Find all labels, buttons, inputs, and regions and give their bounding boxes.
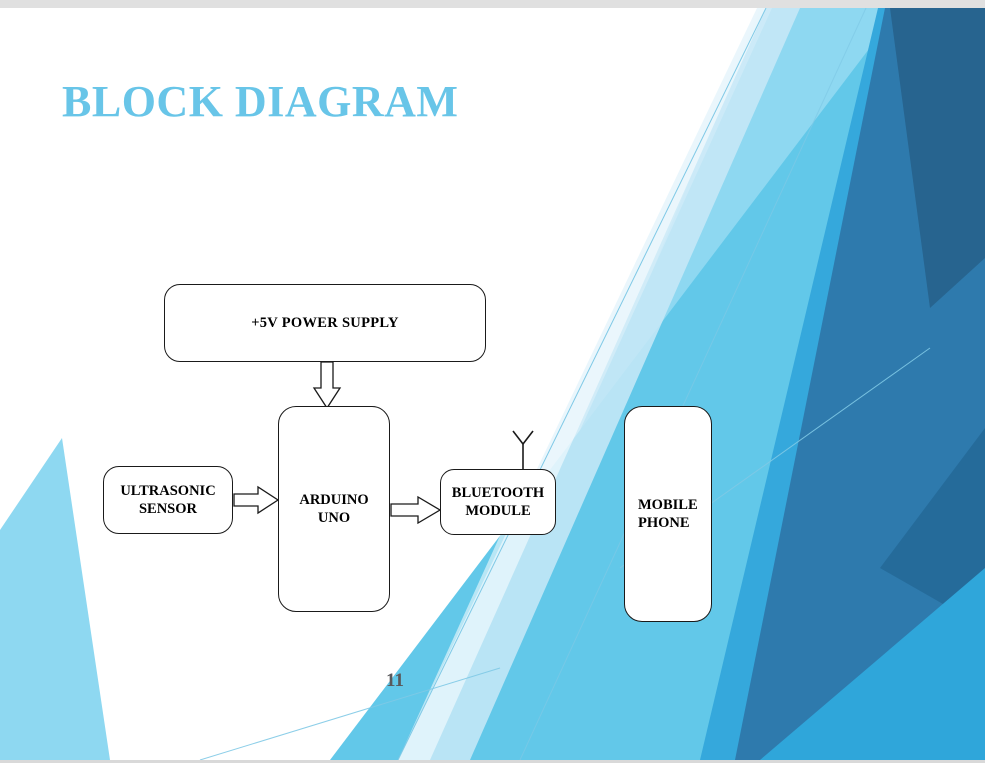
- connector-power-to-arduino: [312, 361, 342, 410]
- bottom-edge-strip: [0, 760, 985, 763]
- connector-ultrasonic-to-arduino: [233, 485, 280, 515]
- block-node-power-supply-label: +5V POWER SUPPLY: [251, 314, 399, 331]
- block-node-mobile-phone[interactable]: MOBILE PHONE: [624, 406, 712, 622]
- block-node-ultrasonic-sensor[interactable]: ULTRASONIC SENSOR: [103, 466, 233, 534]
- block-node-bluetooth-module-label: BLUETOOTH MODULE: [451, 484, 545, 519]
- page-title: BLOCK DIAGRAM: [62, 77, 459, 126]
- block-node-bluetooth-module[interactable]: BLUETOOTH MODULE: [440, 469, 556, 535]
- top-edge-strip: [0, 0, 985, 8]
- block-node-ultrasonic-sensor-label: ULTRASONIC SENSOR: [120, 482, 216, 517]
- antenna-icon: [512, 430, 534, 469]
- block-node-mobile-phone-label: MOBILE PHONE: [638, 496, 698, 531]
- block-node-arduino-uno-label: ARDUINO UNO: [299, 491, 369, 526]
- block-node-power-supply[interactable]: +5V POWER SUPPLY: [164, 284, 486, 362]
- block-node-arduino-uno[interactable]: ARDUINO UNO: [278, 406, 390, 612]
- connector-arduino-to-bluetooth: [390, 495, 442, 525]
- slide-page-number: 11: [386, 670, 404, 691]
